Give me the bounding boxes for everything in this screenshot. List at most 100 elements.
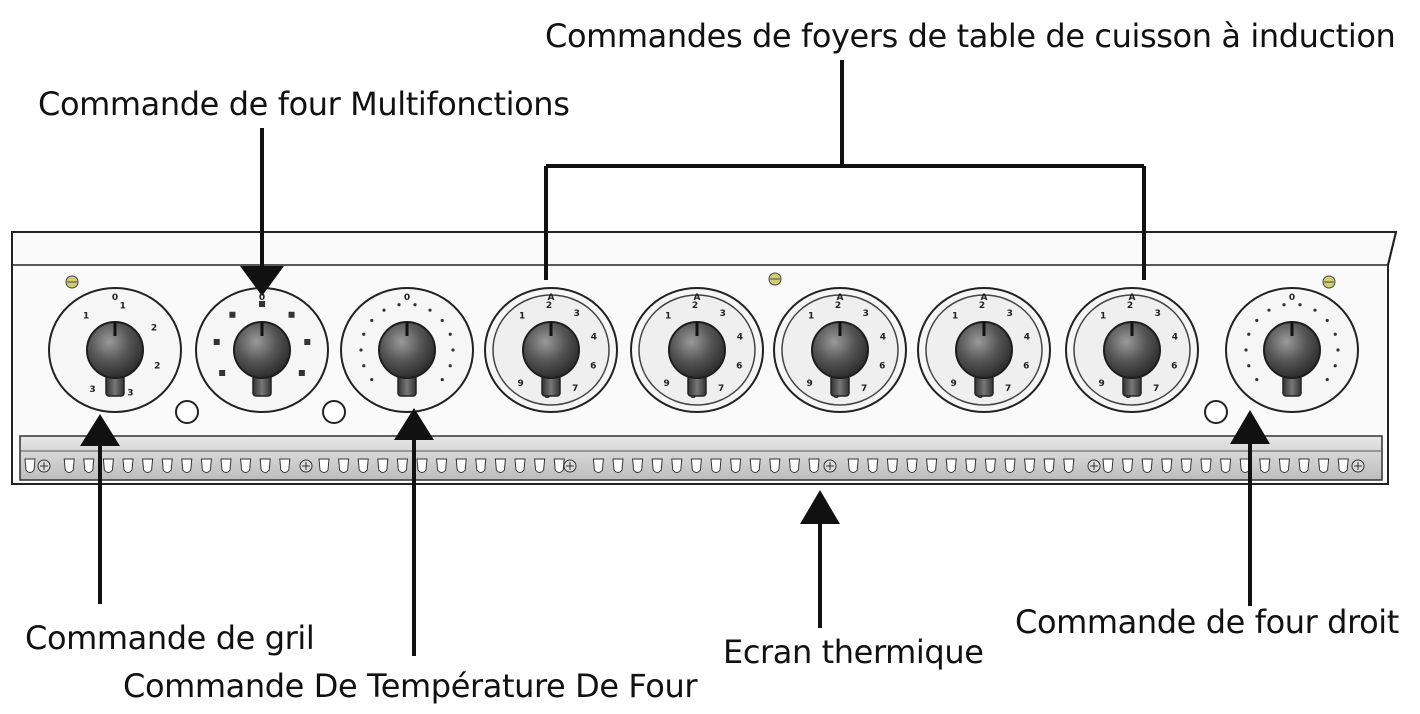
dial-mark: 3 [1155,309,1161,319]
dial-tick [440,377,444,382]
shield-vent-slot [102,458,114,473]
dial-mark: 9 [806,379,812,389]
control-knob-induction[interactable]: 12346789A [1065,287,1199,413]
dial-tick [1244,348,1248,352]
control-knob-temperature[interactable]: 0 [340,287,474,413]
shield-screw-icon [299,459,313,473]
shield-vent-slot [710,458,722,473]
control-knob-induction[interactable]: 12346789A [630,287,764,413]
shield-vent-slot [730,458,742,473]
dial-mark: 6 [736,361,742,371]
dial-mark: 9 [1098,379,1104,389]
dial-mark: 1 [519,312,525,322]
shield-vent-slot [1122,458,1134,473]
screw-icon [1322,275,1336,289]
shield-vent-slot [514,458,526,473]
dial-top-mark: 0 [112,293,118,303]
dial-mark: 7 [572,384,578,394]
shield-vent-slot [220,458,232,473]
dial-mark: 2 [151,324,157,334]
shield-vent-slot [318,458,330,473]
dial-mark: 2 [1127,301,1133,311]
dial-tick [1247,364,1251,368]
dial-mark: 7 [1153,384,1159,394]
shield-vent-slot [200,458,212,473]
dial-tick [370,318,374,323]
dial-mark: 1 [665,312,671,322]
shield-screw-icon [823,459,837,473]
dial-mark: 1 [952,312,958,322]
arrow-up-icon [394,408,434,440]
arrow-up-icon [1230,410,1270,444]
control-knob-induction[interactable]: 12346789A [773,287,907,413]
shield-vent-slot [377,458,389,473]
dial-mark: 2 [835,301,841,311]
shield-vent-slot [475,458,487,473]
dial-mark: 1 [83,312,89,322]
dial-mark: 2 [692,301,698,311]
dial-tick [1298,303,1302,307]
shield-vent-slot [161,458,173,473]
dial-top-mark: 0 [1289,293,1295,303]
dial-tick [397,303,401,307]
dial-tick [1336,348,1340,352]
shield-vent-slot [1220,458,1232,473]
shield-vent-slot [651,458,663,473]
shield-vent-slot [808,458,820,473]
dial-tick [448,364,452,368]
shield-vent-slot [1259,458,1271,473]
dial-mark: 9 [517,379,523,389]
dial-tick [1313,308,1317,312]
control-knob-multifunction[interactable]: 0 [195,287,329,413]
dial-mark: 3 [127,388,133,398]
shield-vent-slot [1063,458,1075,473]
shield-vent-slot [965,458,977,473]
control-knob-induction[interactable]: 12346789A [917,287,1051,413]
dial-tick [1267,308,1271,312]
arrowheads [80,266,1270,524]
shield-vent-slot [1298,458,1310,473]
shield-vent-slot [494,458,506,473]
shield-vent-slot [553,458,565,473]
dial-mark: 1 [120,302,126,312]
control-knob-temperature[interactable]: 0 [1225,287,1359,413]
dial-mark: 3 [574,309,580,319]
dial-mark: 4 [737,332,743,342]
dial-mark: 2 [979,301,985,311]
dial-mark: 7 [718,384,724,394]
right-oven-control-label: Commande de four droit [1015,603,1399,641]
dial-symbol-icon [304,339,311,346]
dial-tick [413,303,417,307]
induction-controls-label: Commandes de foyers de table de cuisson … [545,17,1396,55]
shield-vent-slot [592,458,604,473]
dial-mark: 9 [663,379,669,389]
dial-symbol-icon [298,370,305,376]
dial-tick [1333,364,1337,368]
shield-vent-slot [1278,458,1290,473]
dial-symbol-icon [229,311,236,318]
shield-vent-slot [338,458,350,473]
shield-vent-slot [63,458,75,473]
shield-vent-slot [867,458,879,473]
shield-vent-slot [240,458,252,473]
shield-vent-slot [984,458,996,473]
dial-symbol-icon [288,311,295,318]
shield-vent-slot [690,458,702,473]
shield-vent-slot [1161,458,1173,473]
dial-tick [1333,332,1337,336]
indicator-light [322,400,346,424]
dial-top-mark: A [981,293,988,303]
grill-control-label: Commande de gril [25,619,315,657]
dial-mark: 3 [1007,309,1013,319]
dial-mark: 4 [1024,332,1030,342]
dial-tick [1325,318,1329,323]
control-knob-induction[interactable]: 12346789A [484,287,618,413]
dial-top-mark: A [694,293,701,303]
shield-vent-slot [847,458,859,473]
shield-vent-slot [396,458,408,473]
dial-top-mark: A [548,293,555,303]
shield-vent-slot [1180,458,1192,473]
dial-mark: 3 [863,309,869,319]
